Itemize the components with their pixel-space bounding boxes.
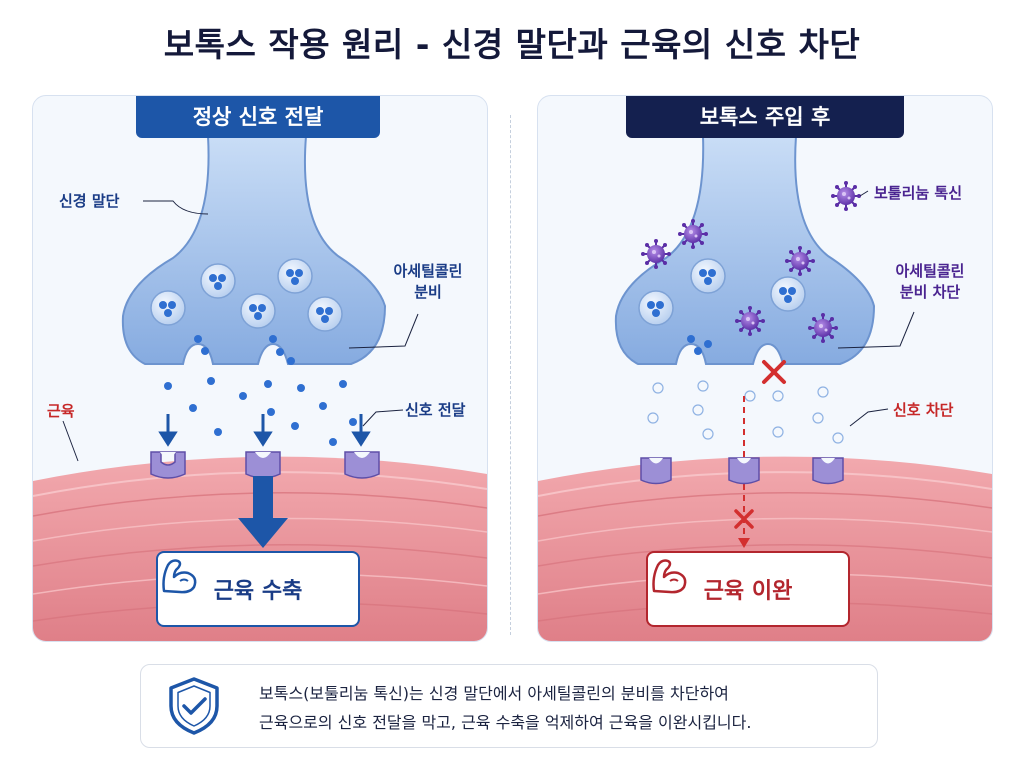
release-arrows — [158, 414, 371, 447]
muscle-contraction-result: 근육 수축 — [156, 551, 360, 627]
vesicles — [150, 258, 343, 332]
normal-signal-header: 정상 신호 전달 — [136, 96, 380, 138]
summary-note: 보톡스(보툴리눔 톡신)는 신경 말단에서 아세틸콜린의 분비를 차단하여 근육… — [140, 664, 878, 748]
nerve-terminal — [614, 135, 876, 365]
acetylcholine-molecules — [164, 335, 357, 446]
block-x-icon — [762, 360, 786, 384]
contraction-arrow — [238, 476, 288, 548]
blocked-signal-line — [738, 396, 750, 548]
signal-transmission-label: 신호 전달 — [405, 401, 466, 419]
residual-molecules — [687, 335, 712, 355]
muscle-relaxation-text: 근육 이완 — [703, 579, 793, 604]
nerve-terminal-label: 신경 말단 — [59, 192, 120, 210]
blocked-molecules — [647, 380, 844, 444]
receptors — [640, 457, 844, 485]
signal-block-label: 신호 차단 — [893, 401, 954, 419]
relaxed-arm-icon — [652, 559, 687, 594]
receptors — [150, 451, 380, 479]
botulinum-toxin-label: 보툴리눔 톡신 — [874, 184, 963, 202]
summary-text: 보톡스(보툴리눔 톡신)는 신경 말단에서 아세틸콜린의 분비를 차단하여 근육… — [259, 679, 751, 737]
panel-divider — [510, 115, 511, 635]
muscle-relaxation-result: 근육 이완 — [646, 551, 850, 627]
shield-check-icon — [169, 677, 219, 735]
muscle-block-x-icon — [734, 509, 754, 529]
muscle-label: 근육 — [47, 402, 75, 420]
summary-line-2: 근육으로의 신호 전달을 막고, 근육 수축을 억제하여 근육을 이완시킵니다. — [259, 713, 752, 732]
vesicles — [638, 258, 806, 326]
leader-lines — [837, 190, 915, 427]
flexed-arm-icon — [162, 559, 197, 594]
botox-injection-header: 보톡스 주입 후 — [626, 96, 904, 138]
botox-injection-panel: 보톡스 주입 후 보툴리눔 톡신 아세틸콜린 분비 차단 신호 차단 근육 이완 — [537, 95, 993, 642]
acetylcholine-block-label: 아세틸콜린 분비 차단 — [895, 262, 965, 301]
summary-line-1: 보톡스(보툴리눔 톡신)는 신경 말단에서 아세틸콜린의 분비를 차단하여 — [259, 684, 729, 703]
page-title: 보톡스 작용 원리 - 신경 말단과 근육의 신호 차단 — [163, 25, 861, 64]
muscle-contraction-text: 근육 수축 — [213, 579, 303, 604]
nerve-terminal — [121, 135, 387, 365]
normal-signal-panel: 정상 신호 전달 신경 말단 아세틸콜린 분비 근육 신호 전달 근육 수축 — [32, 95, 488, 642]
leader-lines — [62, 200, 419, 462]
botox-block-illustration — [538, 135, 992, 641]
acetylcholine-label: 아세틸콜린 분비 — [393, 262, 463, 301]
normal-signal-illustration — [33, 135, 487, 641]
